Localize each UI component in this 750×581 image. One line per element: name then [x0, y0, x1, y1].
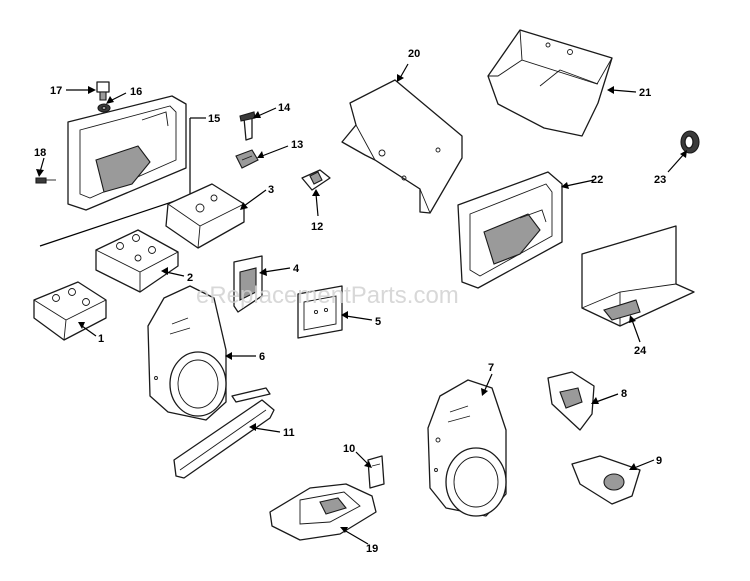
part-18-screw [35, 177, 56, 184]
part-7-blower-housing [427, 379, 507, 517]
callout-24: 24 [634, 345, 647, 357]
part-10-small-plate [367, 455, 385, 489]
callout-2: 2 [187, 272, 193, 284]
part-9-bracket [571, 455, 641, 505]
part-13-clip [235, 149, 259, 169]
callout-14: 14 [278, 102, 291, 114]
callout-13: 13 [291, 139, 303, 151]
callout-22: 22 [591, 174, 603, 186]
watermark-text: eReplacementParts.com [196, 282, 459, 309]
callout-7: 7 [488, 362, 494, 374]
part-15-housing-panel [67, 95, 187, 211]
part-19-base-plate [269, 483, 377, 541]
part-1-cover [33, 281, 107, 341]
part-23-grommet [680, 130, 700, 154]
callout-11: 11 [283, 427, 295, 439]
part-24-side-panel [581, 225, 695, 327]
part-21-shroud-box [487, 29, 613, 137]
callout-labels: 17 16 18 15 14 13 12 3 2 1 4 5 6 20 21 2… [34, 48, 666, 555]
callout-4: 4 [293, 263, 300, 275]
callout-9: 9 [656, 455, 662, 467]
callout-20: 20 [408, 48, 420, 60]
part-11-rod [173, 387, 275, 479]
part-17-bolt [96, 81, 110, 101]
part-22-housing [457, 171, 563, 289]
callout-18: 18 [34, 147, 46, 159]
part-16-washer [97, 103, 111, 113]
part-14-screw [239, 111, 256, 141]
part-6-blower-housing [147, 285, 227, 421]
part-12-clip [301, 169, 331, 191]
callout-1: 1 [98, 333, 104, 345]
part-5-plate [297, 285, 343, 339]
callout-10: 10 [343, 443, 355, 455]
leader-lines [36, 63, 687, 545]
part-20-baffle-plate [341, 79, 463, 214]
callout-15: 15 [208, 113, 220, 125]
callout-16: 16 [130, 86, 142, 98]
callout-3: 3 [268, 184, 274, 196]
callout-17: 17 [50, 85, 62, 97]
part-2-cover [95, 229, 179, 293]
part-3-cover [165, 183, 245, 249]
callout-19: 19 [366, 543, 378, 555]
part-4-bracket [233, 255, 263, 313]
callout-21: 21 [639, 87, 651, 99]
callout-12: 12 [311, 221, 323, 233]
part-8-bracket [547, 371, 595, 431]
callout-8: 8 [621, 388, 627, 400]
callout-5: 5 [375, 316, 381, 328]
callout-6: 6 [259, 351, 265, 363]
callout-23: 23 [654, 174, 666, 186]
